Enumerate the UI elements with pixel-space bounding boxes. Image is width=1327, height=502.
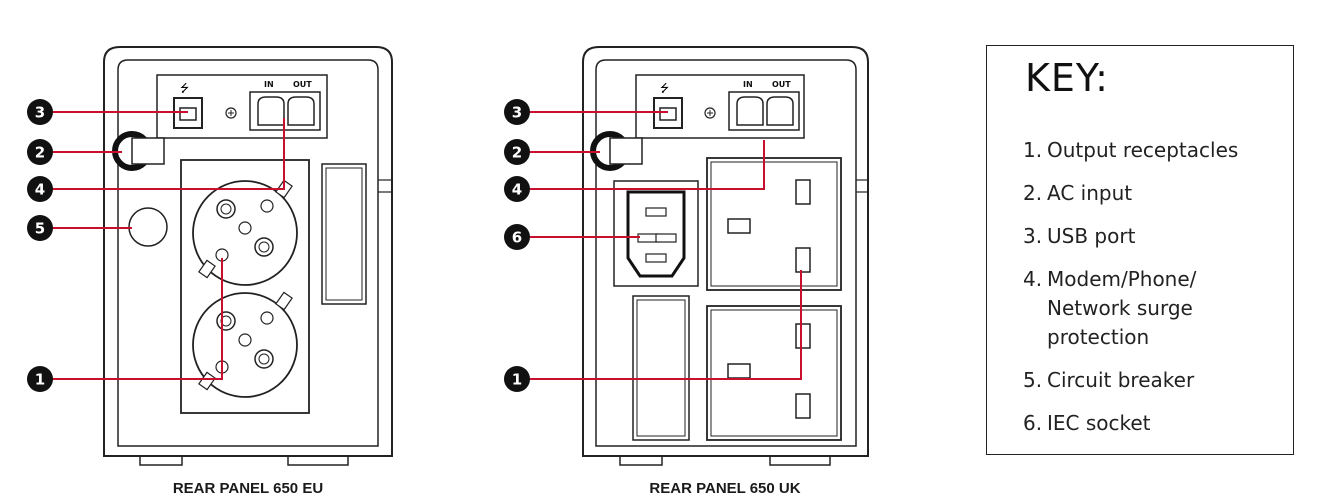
key-title: KEY: — [1025, 56, 1109, 100]
svg-text:1: 1 — [35, 371, 45, 389]
key-item-text: IEC socket — [1047, 411, 1151, 435]
svg-text:3: 3 — [512, 104, 522, 122]
uk-socket-bottom — [706, 305, 842, 441]
ups-housing-inner — [117, 59, 379, 447]
ups-housing-inner — [595, 59, 857, 447]
schuko-socket-top — [192, 179, 298, 286]
port-label-in: IN — [743, 80, 753, 89]
key-item-number: 4. — [1023, 267, 1043, 291]
port-label-out: OUT — [772, 80, 791, 89]
svg-text:2: 2 — [35, 144, 45, 162]
callout-badge-3: 3 — [504, 99, 530, 125]
svg-text:4: 4 — [35, 181, 45, 199]
key-item-text: Output receptacles — [1047, 138, 1239, 162]
port-label-out: OUT — [293, 80, 312, 89]
key-item-1: 1. Output receptacles — [1023, 136, 1283, 165]
key-item-2: 2. AC input — [1023, 179, 1283, 208]
callout-badge-1: 1 — [504, 366, 530, 392]
key-item-text: USB port — [1047, 224, 1136, 248]
uk-socket-top — [706, 157, 842, 291]
panel-caption-uk: REAR PANEL 650 UK — [649, 480, 800, 497]
key-legend: KEY: 1. Output receptacles 2. AC input 3… — [986, 45, 1294, 455]
panel-caption-eu: REAR PANEL 650 EU — [173, 480, 323, 497]
callout-badge-6: 6 — [504, 224, 530, 250]
vent-slot — [321, 163, 367, 305]
vent-slot — [632, 295, 690, 441]
circuit-breaker — [128, 207, 168, 247]
key-item-number: 1. — [1023, 138, 1043, 162]
callout-badge-5: 5 — [27, 215, 53, 241]
svg-text:6: 6 — [512, 229, 522, 247]
key-item-5: 5. Circuit breaker — [1023, 366, 1283, 395]
key-item-6: 6. IEC socket — [1023, 409, 1283, 438]
key-item-text: Modem/Phone/ Network surge protection — [1047, 267, 1197, 349]
callout-lines-eu — [52, 111, 285, 380]
callout-badge-4: 4 — [27, 176, 53, 202]
svg-text:5: 5 — [35, 220, 45, 238]
key-item-number: 2. — [1023, 181, 1043, 205]
key-item-3: 3. USB port — [1023, 222, 1283, 251]
svg-text:3: 3 — [35, 104, 45, 122]
power-cord — [131, 137, 165, 165]
key-item-text: Circuit breaker — [1047, 368, 1195, 392]
key-item-number: 6. — [1023, 411, 1043, 435]
callout-badge-3: 3 — [27, 99, 53, 125]
key-list: 1. Output receptacles 2. AC input 3. USB… — [1023, 136, 1283, 452]
usb-symbol-icon: ⭍ — [660, 82, 669, 95]
callout-badge-2: 2 — [27, 139, 53, 165]
usb-symbol-icon: ⭍ — [180, 82, 189, 95]
schuko-socket-bottom — [192, 291, 298, 398]
svg-text:2: 2 — [512, 144, 522, 162]
key-item-4: 4. Modem/Phone/ Network surge protection — [1023, 265, 1283, 352]
power-cord — [609, 137, 643, 165]
callout-badge-2: 2 — [504, 139, 530, 165]
key-item-number: 5. — [1023, 368, 1043, 392]
svg-text:4: 4 — [512, 181, 522, 199]
callout-lines-uk — [530, 111, 802, 380]
key-item-number: 3. — [1023, 224, 1043, 248]
callout-badge-4: 4 — [504, 176, 530, 202]
callout-badge-1: 1 — [27, 366, 53, 392]
svg-text:1: 1 — [512, 371, 522, 389]
port-label-in: IN — [264, 80, 274, 89]
ups-unit-uk: ⭍ IN OUT — [504, 46, 869, 497]
usb-port-inner — [179, 107, 197, 121]
key-item-text: AC input — [1047, 181, 1133, 205]
ups-unit-eu: ⭍ IN OUT — [27, 46, 393, 497]
